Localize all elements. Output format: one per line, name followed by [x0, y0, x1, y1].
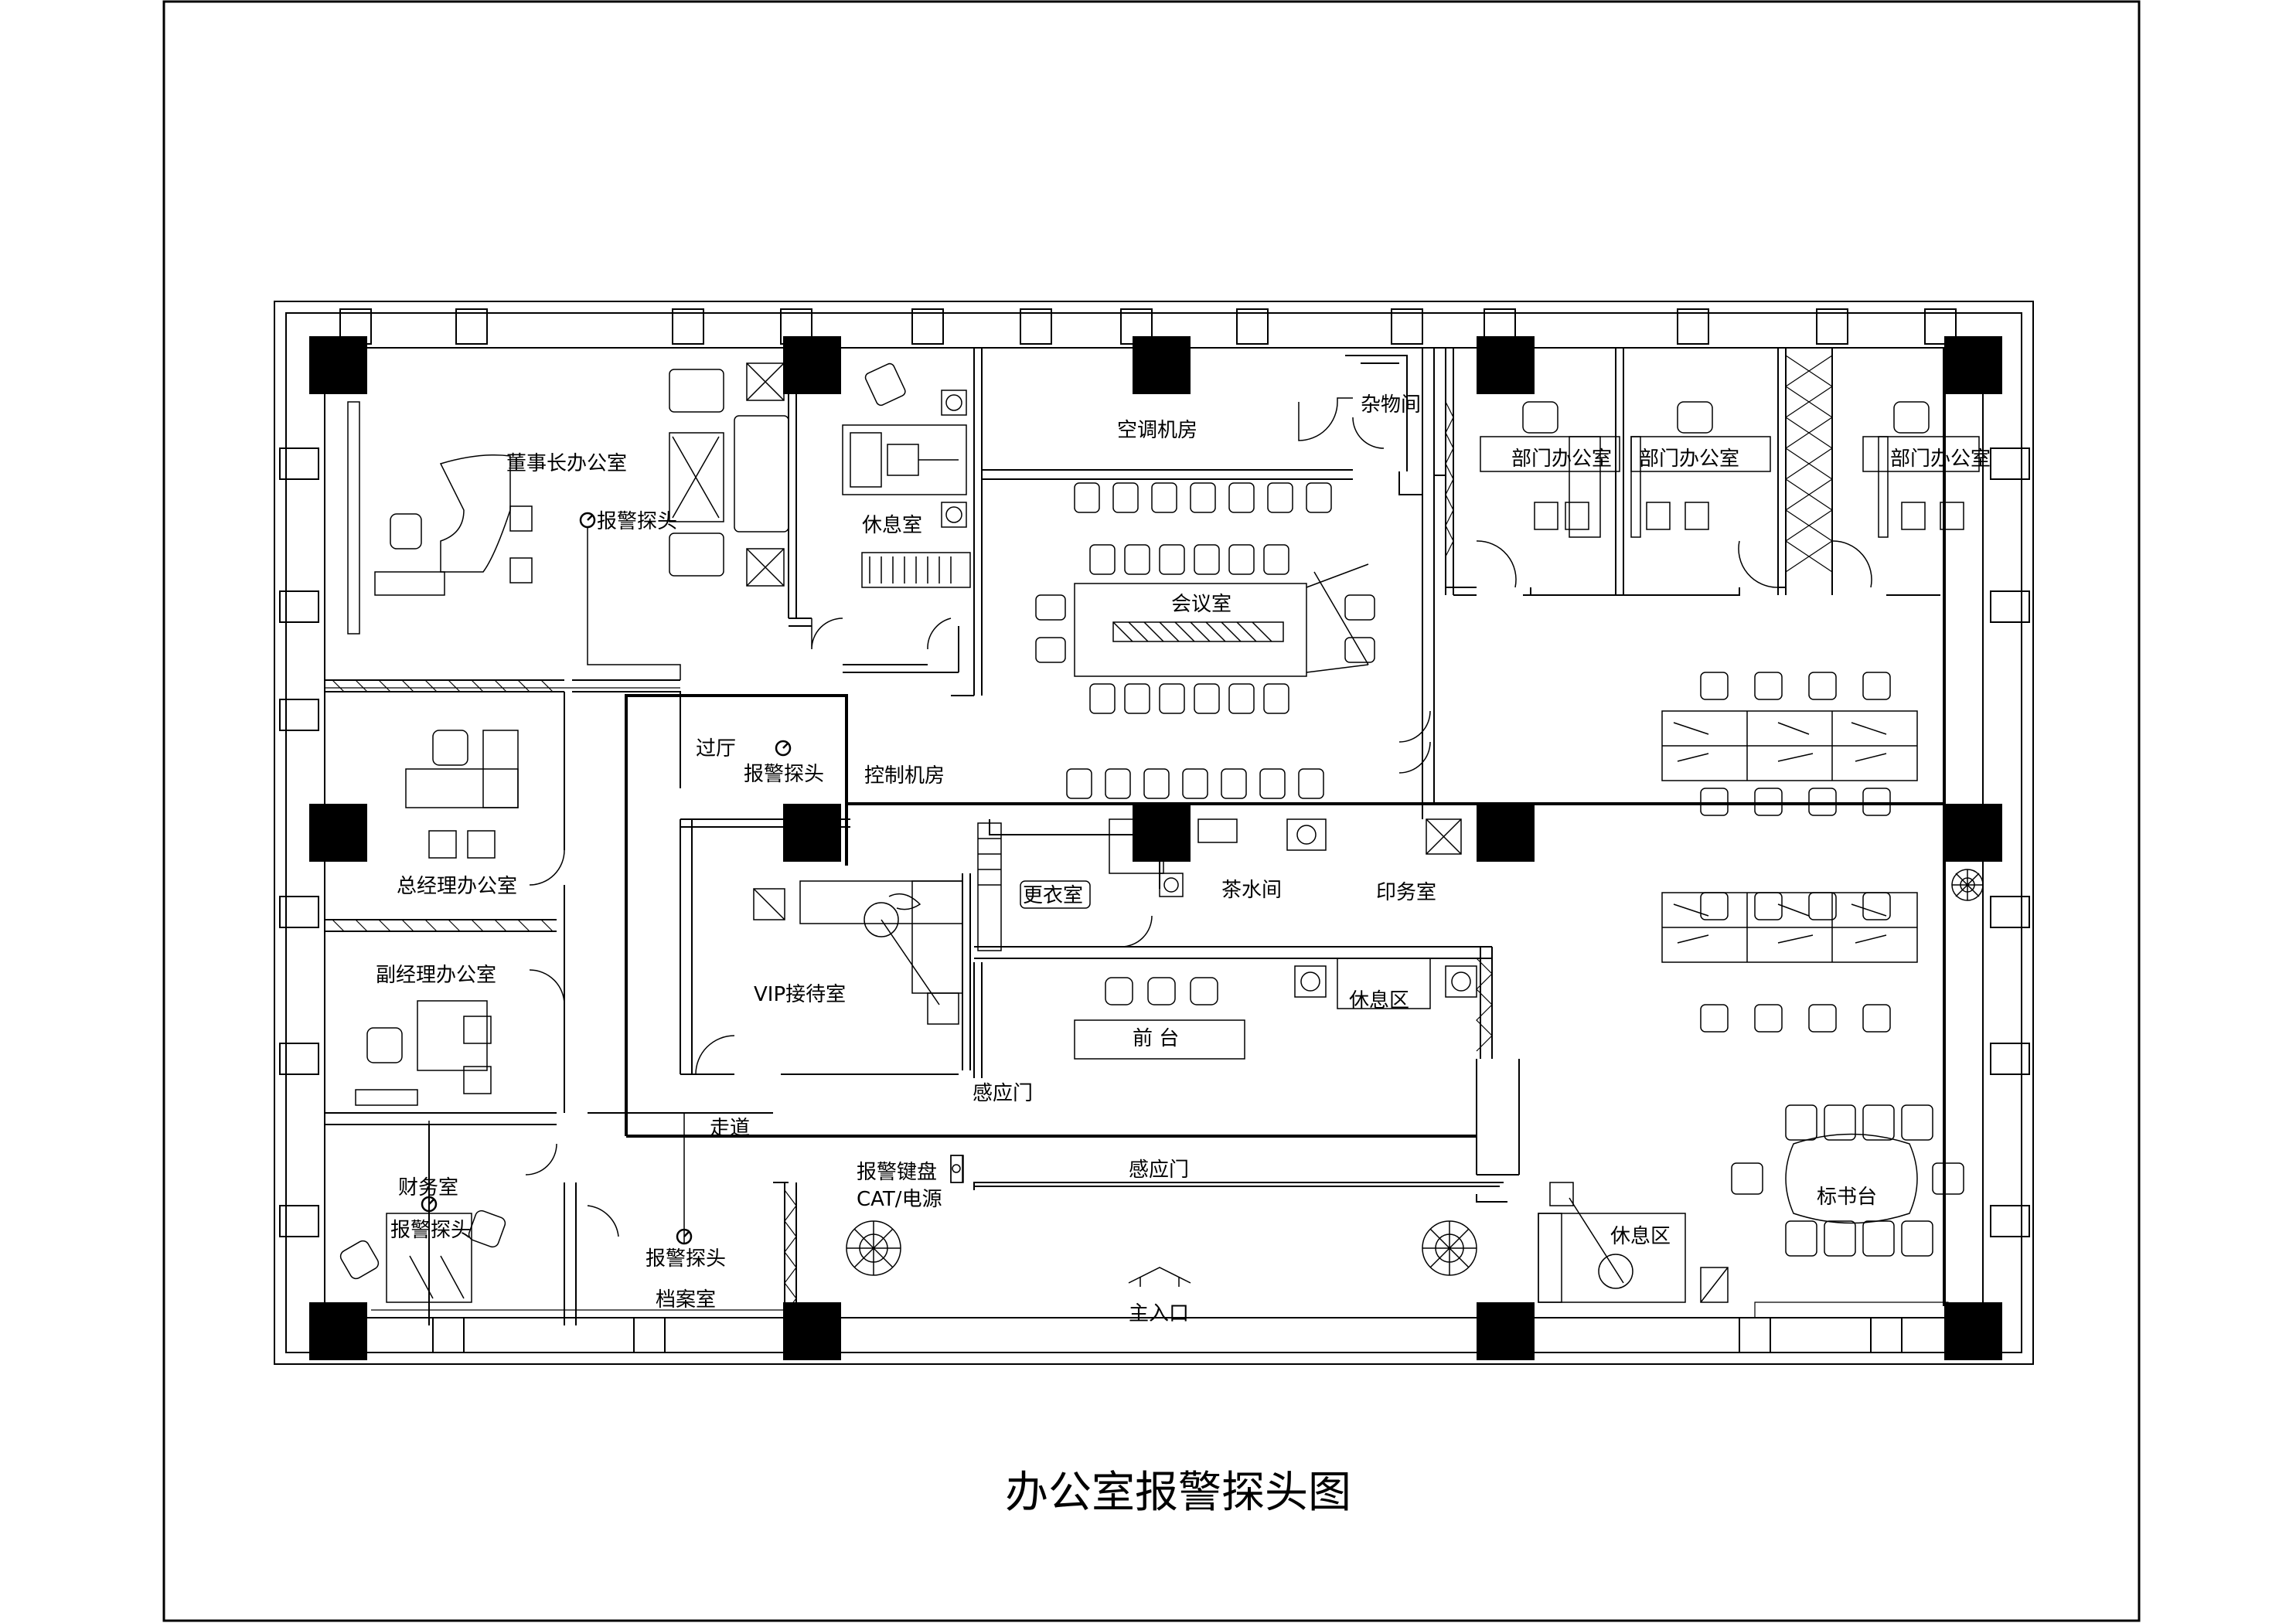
label-power: CAT/电源: [857, 1188, 942, 1211]
ac-room: [1337, 397, 1353, 402]
drawing-title: 办公室报警探头图: [1005, 1468, 1351, 1518]
label-lounge-1: 休息区: [1349, 989, 1409, 1012]
label-dept-office-3: 部门办公室: [1890, 447, 1991, 471]
label-sensor-door-2: 感应门: [1129, 1159, 1189, 1182]
structural-columns: [309, 336, 2002, 1360]
label-lobby: 过厅: [696, 737, 736, 760]
dept-office-furniture: [1480, 401, 1980, 538]
label-vice-gm-office: 副经理办公室: [376, 964, 496, 987]
bidding-table-furniture: [1731, 1104, 1964, 1257]
alarm-keypad-icon: [950, 1155, 964, 1183]
label-vip-room: VIP接待室: [754, 983, 846, 1006]
plant-icon: [846, 1220, 901, 1276]
plant-icon: [1951, 869, 1984, 901]
label-corridor: 走道: [710, 1117, 750, 1140]
label-control-room: 控制机房: [864, 764, 945, 788]
label-lounge-2: 休息区: [1610, 1225, 1671, 1248]
label-gm-office: 总经理办公室: [397, 875, 517, 898]
rest-room-furniture: [842, 362, 971, 588]
annotation-labels: 报警探头 报警探头 报警探头 报警探头 报警键盘 CAT/电源 感应门 感应门 …: [390, 510, 1189, 1325]
label-sensor-door-1: 感应门: [973, 1082, 1033, 1105]
entrance-arrow-icon: [1128, 1267, 1191, 1287]
chairman-office-furniture: [347, 362, 789, 635]
label-chairman-office: 董事长办公室: [506, 452, 627, 475]
label-finance-room: 财务室: [398, 1176, 458, 1199]
workstations: [1661, 672, 1918, 1033]
label-main-entrance: 主入口: [1129, 1302, 1189, 1325]
alarm-sensor-icon: [579, 512, 596, 529]
label-storage: 杂物间: [1361, 393, 1421, 417]
label-ac-room: 空调机房: [1117, 419, 1197, 442]
plant-icons: [846, 869, 1984, 1276]
label-dept-office-1: 部门办公室: [1511, 447, 1612, 471]
door-swings: [525, 401, 1872, 1237]
label-rest-room: 休息室: [862, 514, 922, 537]
label-bidding-table: 标书台: [1817, 1186, 1877, 1209]
outer-wall: [274, 301, 2034, 1365]
label-archive-room: 档案室: [656, 1288, 716, 1312]
label-changing-room: 更衣室: [1023, 884, 1083, 907]
finance-room-furniture: [339, 1210, 506, 1303]
label-dept-office-2: 部门办公室: [1639, 447, 1739, 471]
alarm-sensor-icon: [775, 740, 792, 757]
label-tea-room: 茶水间: [1221, 879, 1282, 902]
label-meeting-room: 会议室: [1171, 593, 1231, 616]
sensor-wiring: [428, 527, 685, 1244]
label-sensor-archive: 报警探头: [646, 1247, 726, 1271]
lounge-furniture: [1538, 1182, 1729, 1303]
label-reception: 前 台: [1133, 1027, 1179, 1050]
inner-wall: [285, 312, 2022, 1353]
service-furniture: [950, 818, 1477, 1183]
label-sensor-lobby: 报警探头: [744, 763, 824, 786]
vip-room-furniture: [753, 880, 963, 1025]
room-labels: 董事长办公室 休息室 空调机房 杂物间 部门办公室 部门办公室 部门办公室 会议…: [376, 393, 1991, 1312]
window-bays-top: [339, 308, 1957, 345]
plant-icon: [1422, 1220, 1477, 1276]
drawing-frame: [162, 0, 2141, 1622]
gm-office-furniture: [355, 730, 519, 1106]
label-sensor-finance: 报警探头: [390, 1219, 471, 1242]
label-sensor-chairman: 报警探头: [597, 510, 677, 533]
label-print-room: 印务室: [1376, 881, 1436, 904]
label-keypad: 报警键盘: [857, 1161, 937, 1184]
meeting-room-furniture: [1035, 482, 1375, 799]
window-bays-sides: [279, 447, 2030, 1237]
